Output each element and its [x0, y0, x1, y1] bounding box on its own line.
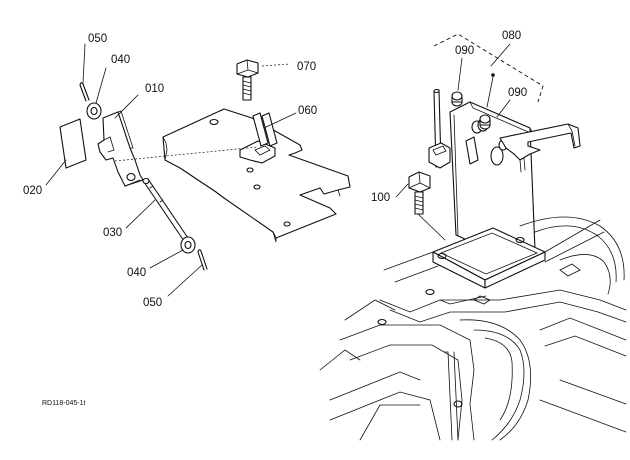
leader-080 — [490, 43, 511, 67]
washer-top — [86, 102, 102, 120]
bolt-070 — [236, 59, 259, 101]
callout-060: 060 — [298, 105, 317, 117]
callout-070: 070 — [297, 61, 316, 73]
pad-plate — [59, 118, 87, 169]
leader-050-bottom — [167, 264, 203, 297]
washer-bottom — [180, 236, 196, 254]
callout-080: 080 — [502, 30, 521, 42]
callout-030: 030 — [103, 227, 122, 239]
mounting-plate — [162, 108, 351, 243]
drawing-code: RD118-045-1t — [42, 400, 86, 407]
bolt-100-axis — [417, 213, 446, 241]
leader-090-left — [457, 57, 463, 91]
leader-050-top — [82, 43, 86, 84]
pin-line — [486, 76, 494, 108]
leader-100 — [395, 183, 409, 198]
leader-090-right — [496, 99, 511, 118]
callout-090-right: 090 — [508, 87, 527, 99]
stand-base — [432, 227, 546, 289]
callout-050-bottom: 050 — [143, 297, 162, 309]
leader-070 — [261, 63, 291, 67]
assembly-bracket-080 — [433, 33, 544, 103]
spacer-090-right — [479, 114, 491, 130]
leader-060 — [263, 112, 297, 129]
leader-020 — [45, 159, 67, 186]
cotter-pin-top — [79, 82, 90, 102]
leader-040-bottom — [149, 249, 184, 269]
callout-040-bottom: 040 — [127, 267, 146, 279]
lever-arm — [499, 123, 581, 173]
leader-030 — [125, 199, 156, 229]
stop-bracket — [239, 112, 278, 164]
callout-050-top: 050 — [88, 33, 107, 45]
bolt-100 — [408, 171, 431, 215]
callout-010: 010 — [145, 83, 164, 95]
cotter-pin-bottom — [197, 249, 208, 271]
spacer-090-left — [451, 91, 463, 107]
lever-bracket — [97, 110, 144, 187]
pivot-pin — [142, 177, 189, 242]
pin-dot — [491, 73, 495, 77]
rod-bracket — [428, 142, 451, 169]
callout-090-left: 090 — [455, 45, 474, 57]
callout-040-top: 040 — [111, 54, 130, 66]
machine-frame — [319, 216, 627, 441]
callout-100: 100 — [371, 192, 390, 204]
leader-040-top — [95, 67, 107, 104]
leader-010 — [114, 94, 139, 119]
callout-020: 020 — [23, 185, 42, 197]
